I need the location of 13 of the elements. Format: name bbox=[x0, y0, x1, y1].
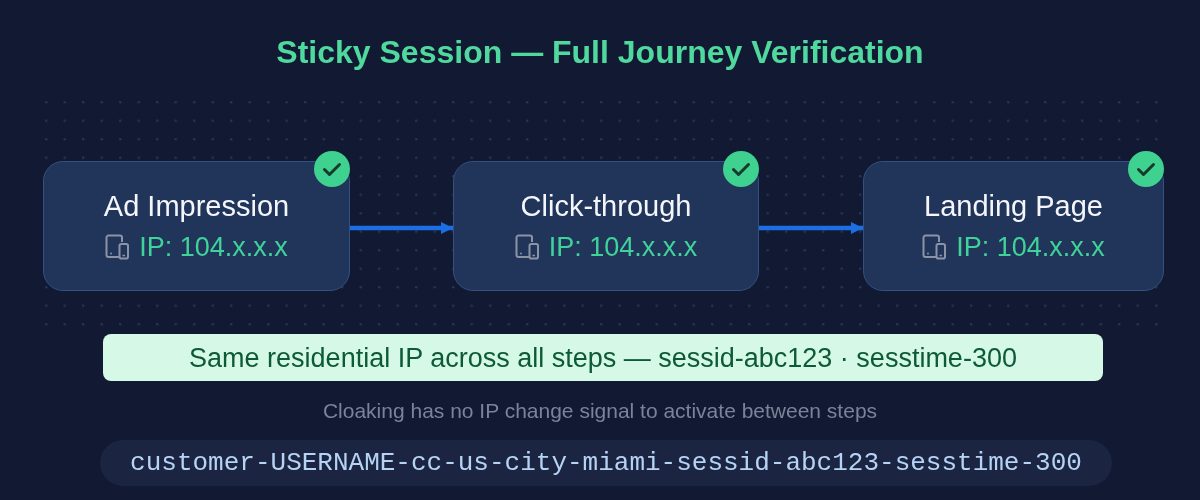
step-title: Landing Page bbox=[924, 189, 1103, 224]
ip-address: IP: 104.x.x.x bbox=[548, 231, 698, 264]
arrow bbox=[759, 222, 863, 234]
note-text: Cloaking has no IP change signal to activate between steps bbox=[321, 398, 879, 424]
ip-address: IP: 104.x.x.x bbox=[956, 231, 1105, 264]
arrow bbox=[350, 222, 453, 234]
highlight-banner bbox=[103, 334, 1103, 381]
highlight-text: Same residential IP across all steps — sessid-abc123 · sesstime-300 bbox=[189, 341, 1017, 375]
code-text: customer-USERNAME-cc-us-city-miami-sessid-abc123-sesstime-300 bbox=[130, 447, 1082, 479]
step-title: Click-through bbox=[520, 189, 692, 224]
ip-address: IP: 104.x.x.x bbox=[139, 231, 288, 264]
step-title: Ad Impression bbox=[103, 189, 290, 224]
diagram-title: Sticky Session — Full Journey Verification bbox=[275, 33, 925, 72]
